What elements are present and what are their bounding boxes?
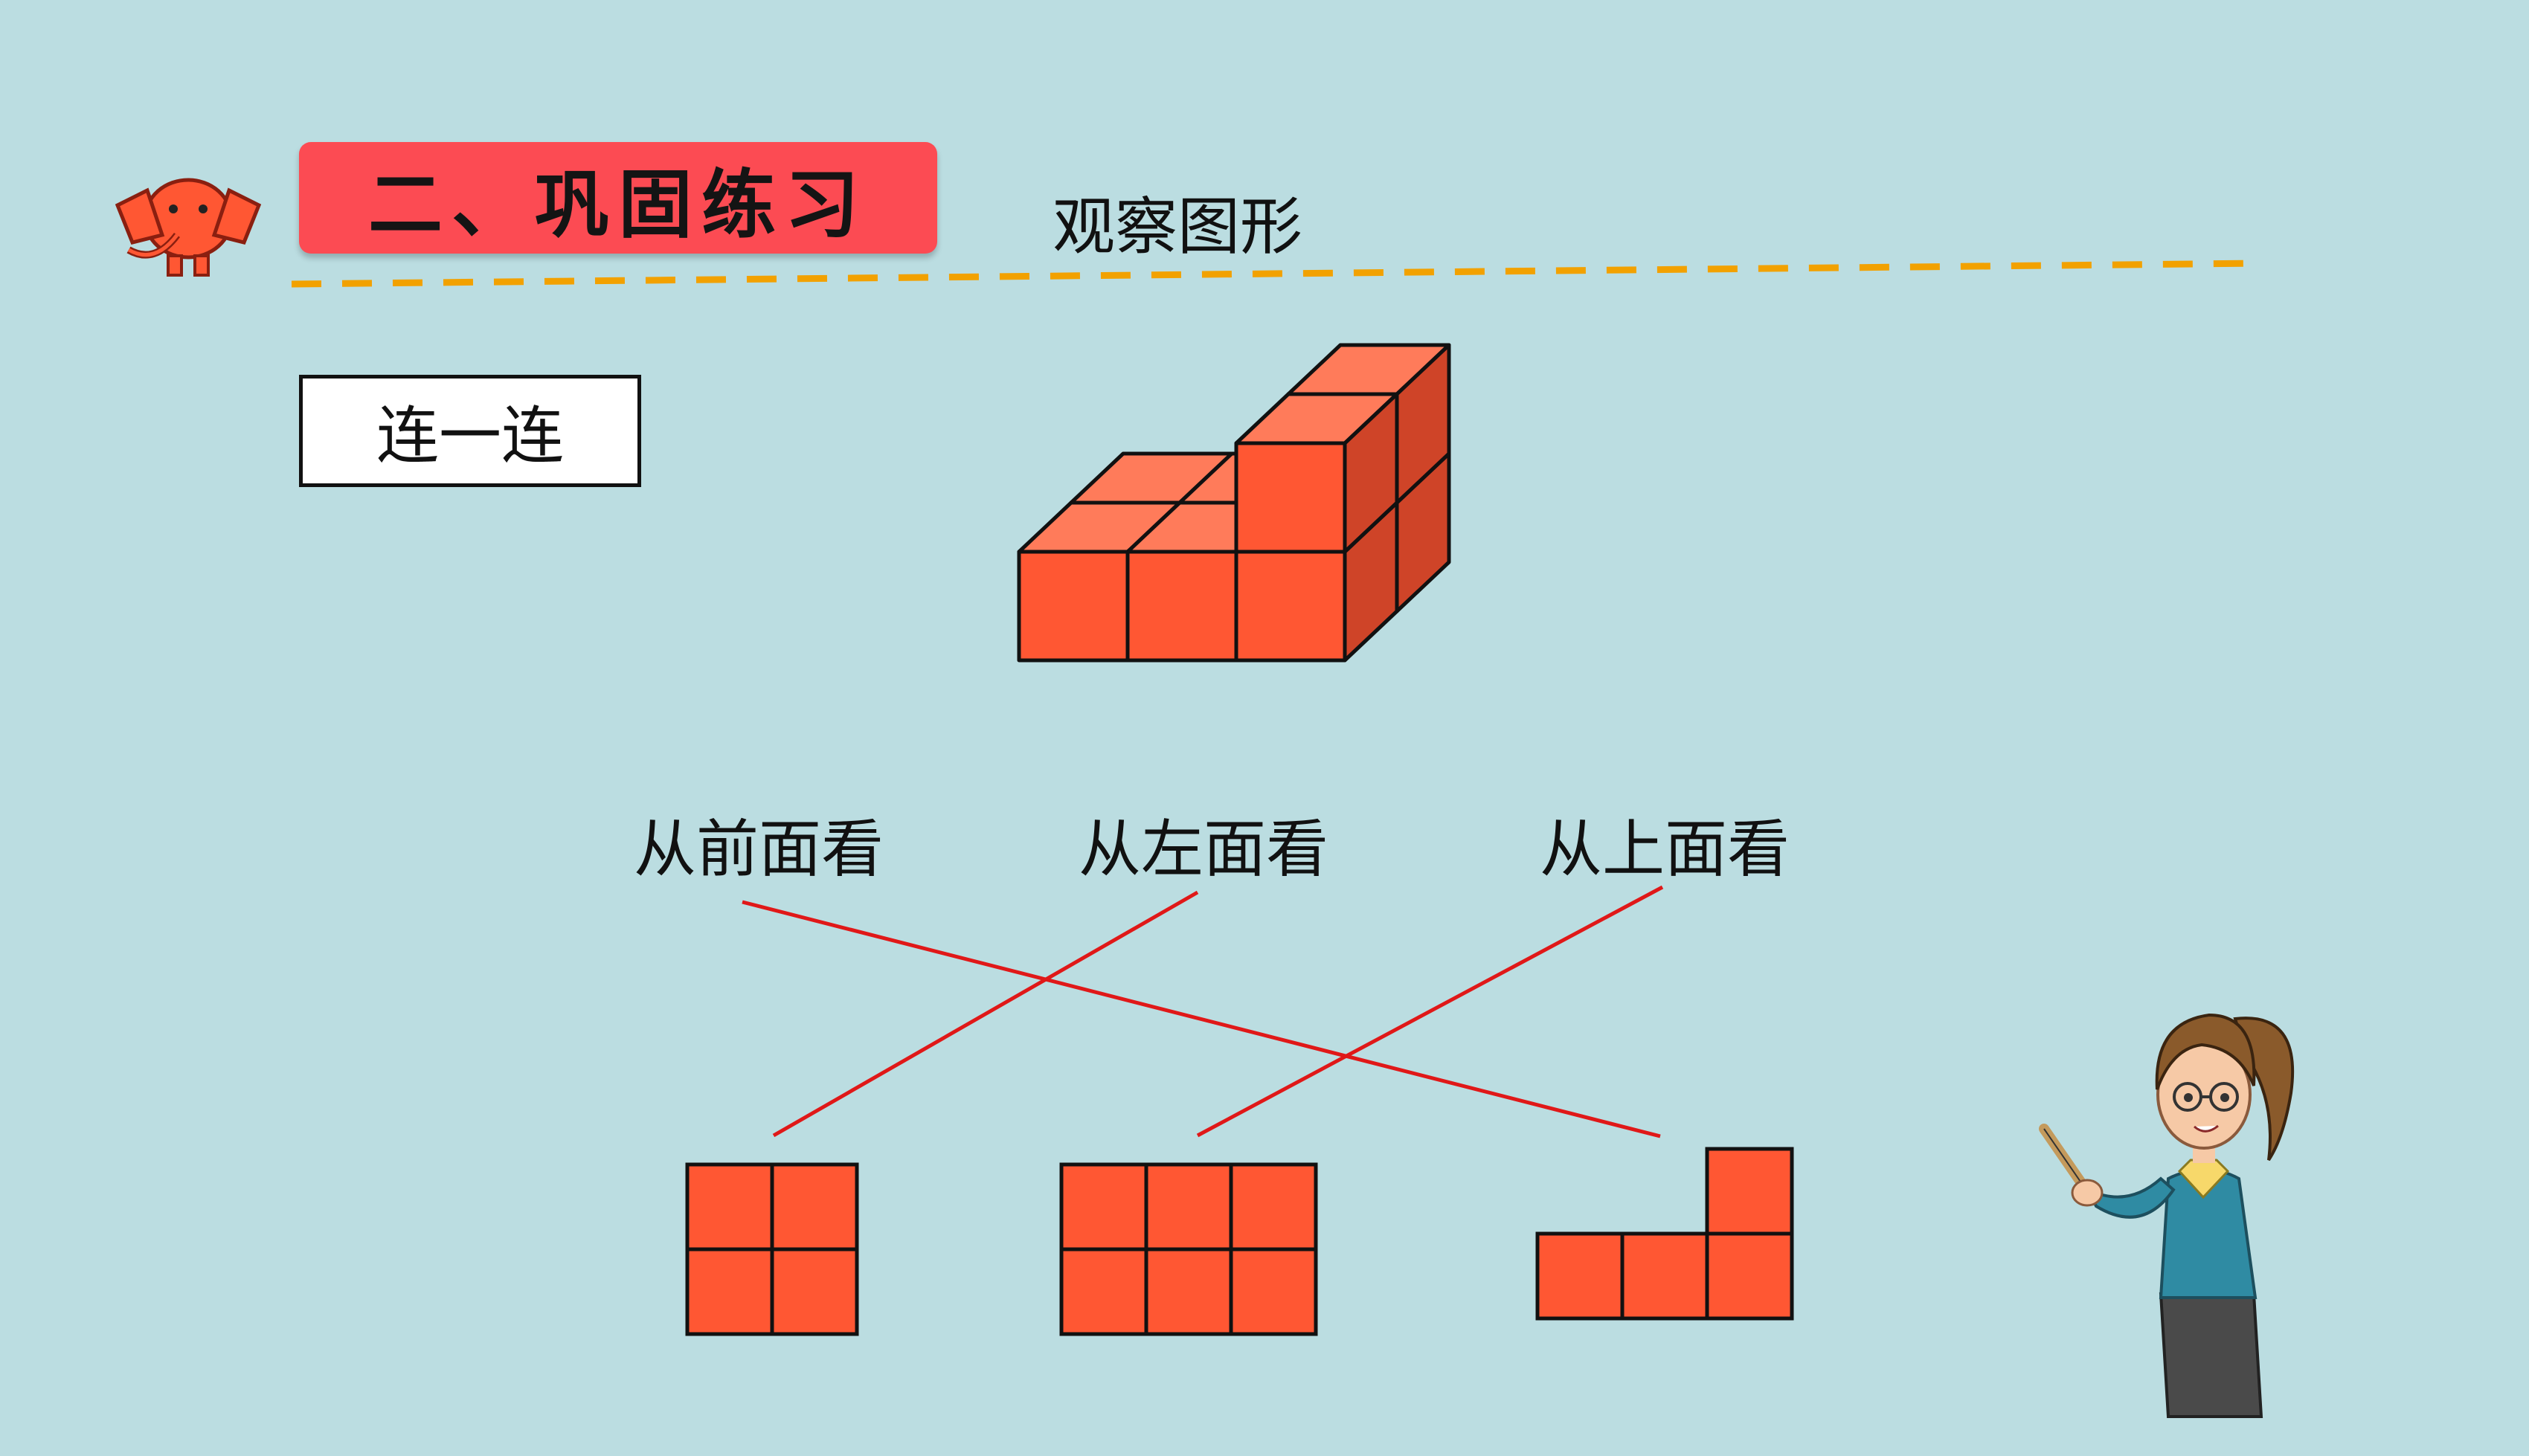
teacher-illustration — [2039, 1013, 2295, 1418]
cube-front-face — [1017, 550, 1130, 663]
cube-front-face — [1125, 550, 1238, 663]
view-label-front: 从前面看 — [634, 813, 884, 886]
cube-stack — [1017, 343, 1451, 663]
instruction-label: 连一连 — [376, 399, 564, 472]
answer-shape-l — [1535, 1147, 1794, 1321]
instruction-box: 连一连 — [299, 375, 641, 487]
match-line-left — [772, 890, 1199, 1138]
section-title: 二、巩固练习 — [368, 160, 868, 248]
dashed-divider — [291, 260, 2262, 288]
view-label-top: 从上面看 — [1540, 813, 1790, 886]
cube-front-face — [1234, 550, 1347, 663]
elephant-logo-icon — [115, 178, 262, 277]
view-label-left: 从左面看 — [1079, 813, 1329, 886]
match-lines — [742, 885, 1664, 1138]
cube-front-face — [1234, 441, 1347, 554]
topic-title: 观察图形 — [1053, 190, 1303, 263]
answer-shape-2x2 — [685, 1162, 859, 1336]
match-line-top — [1196, 885, 1664, 1138]
match-line-front — [742, 900, 1661, 1138]
cube-top-face — [1177, 451, 1238, 505]
answer-shape-2x3 — [1059, 1162, 1318, 1336]
section-title-banner: 二、巩固练习 — [299, 142, 937, 254]
cube-side-face — [1395, 343, 1451, 505]
